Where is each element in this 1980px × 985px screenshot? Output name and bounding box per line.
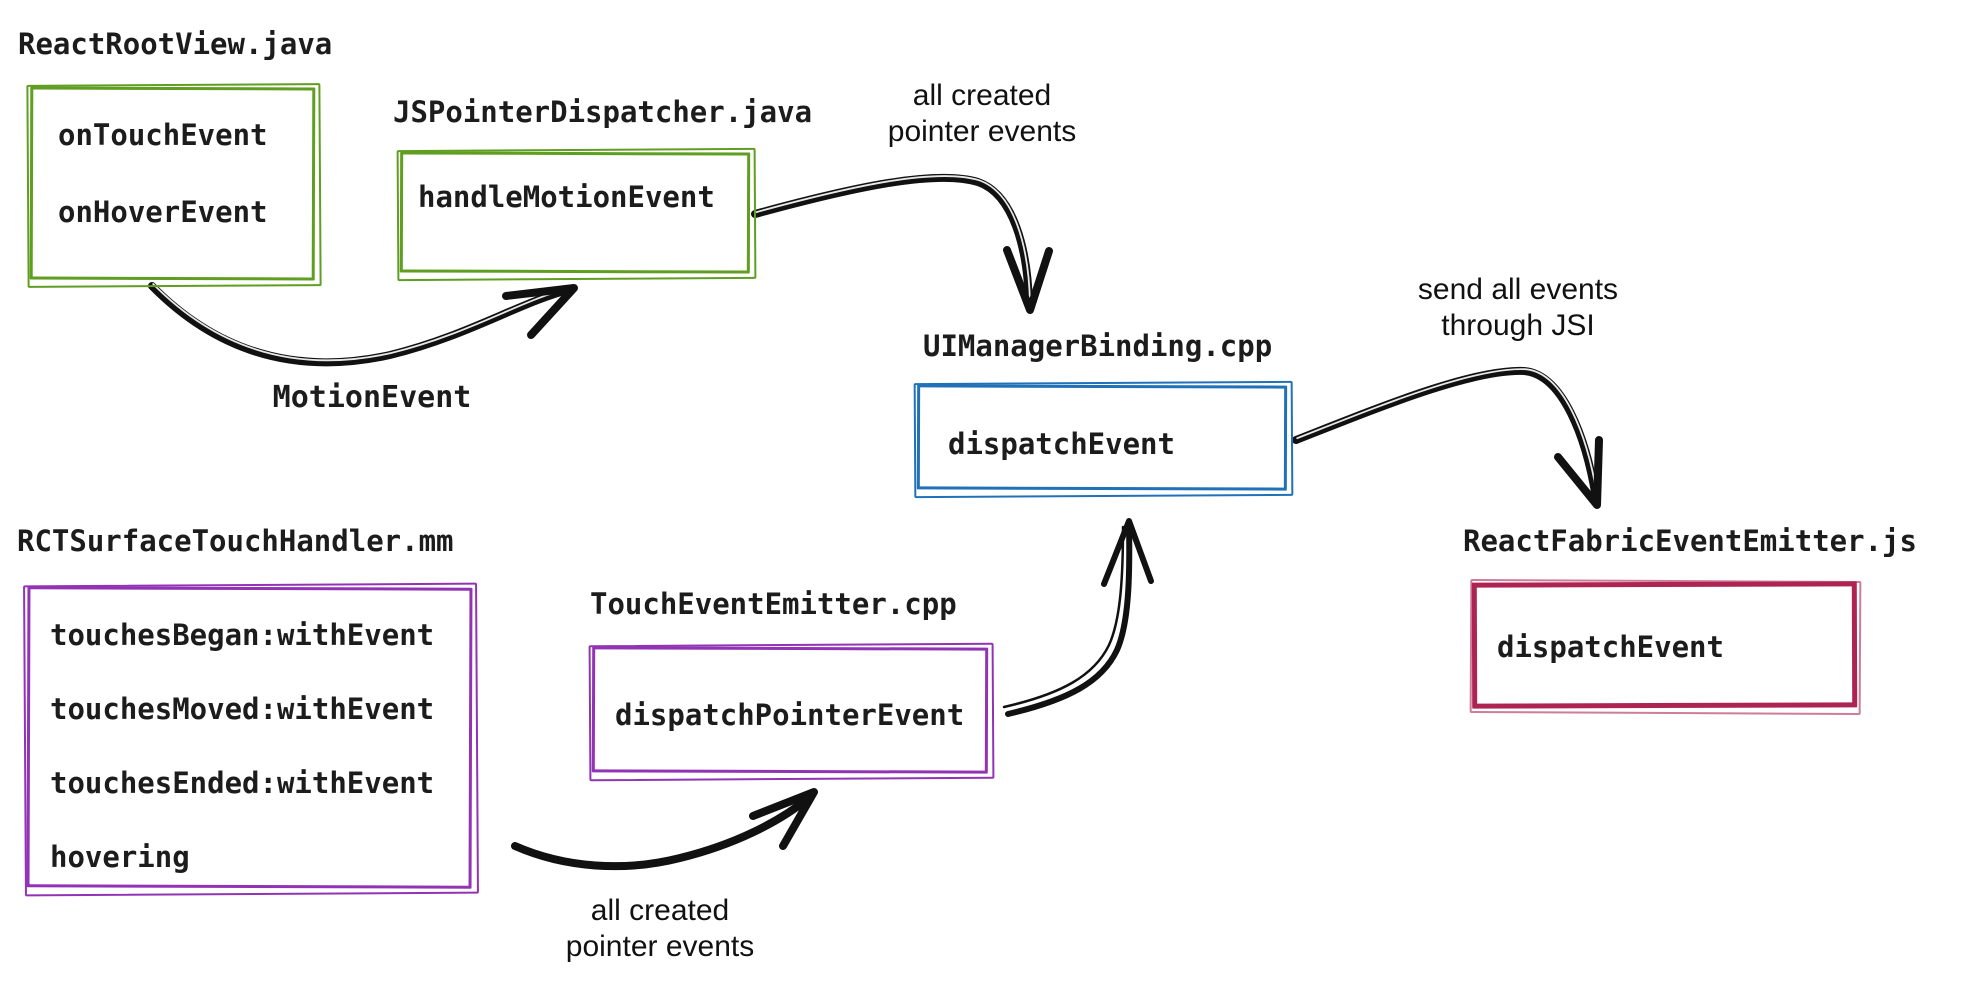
node-title-rct-surface-touch-handler: RCTSurfaceTouchHandler.mm xyxy=(17,524,454,558)
edge-label-created-pointer-events-top: all created pointer events xyxy=(888,78,1076,150)
edge-label-created-pointer-events-bottom: all created pointer events xyxy=(566,893,754,965)
node-box-ui-manager-binding: dispatchEvent xyxy=(913,380,1294,499)
node-box-rct-surface-touch-handler: touchesBegan:withEvent touchesMoved:with… xyxy=(23,582,479,897)
node-title-ui-manager-binding: UIManagerBinding.cpp xyxy=(923,329,1273,363)
method-touchesended: touchesEnded:withEvent xyxy=(50,766,435,800)
edge-label-send-through-jsi: send all events through JSI xyxy=(1418,272,1618,344)
edge-label-line: all created xyxy=(912,79,1052,112)
method-dispatchpointerevent: dispatchPointerEvent xyxy=(615,698,965,732)
method-touchesbegan: touchesBegan:withEvent xyxy=(50,618,435,652)
method-touchesmoved: touchesMoved:withEvent xyxy=(50,692,435,726)
edge-label-motion-event: MotionEvent xyxy=(272,380,472,415)
method-hovering: hovering xyxy=(50,840,190,874)
node-box-js-pointer-dispatcher: handleMotionEvent xyxy=(396,147,757,282)
node-title-js-pointer-dispatcher: JSPointerDispatcher.java xyxy=(393,95,813,129)
method-onhoverevent: onHoverEvent xyxy=(58,195,268,229)
method-dispatchevent-js: dispatchEvent xyxy=(1497,630,1724,664)
node-title-react-root-view: ReactRootView.java xyxy=(18,27,333,61)
method-dispatchevent-cpp: dispatchEvent xyxy=(948,427,1175,461)
edge-label-line: through JSI xyxy=(1441,309,1595,342)
edge-label-line: pointer events xyxy=(565,930,755,963)
node-title-react-fabric-event-emitter: ReactFabricEventEmitter.js xyxy=(1463,524,1917,558)
edge-label-line: all created xyxy=(590,894,730,927)
node-box-react-root-view: onTouchEvent onHoverEvent xyxy=(26,83,322,288)
node-box-react-fabric-event-emitter: dispatchEvent xyxy=(1469,578,1862,716)
node-box-touch-event-emitter: dispatchPointerEvent xyxy=(588,642,995,782)
node-title-touch-event-emitter: TouchEventEmitter.cpp xyxy=(590,587,957,621)
method-handlemotionevent: handleMotionEvent xyxy=(418,180,715,214)
method-ontouchevent: onTouchEvent xyxy=(58,118,268,152)
edge-label-line: send all events xyxy=(1417,273,1619,306)
edge-label-line: pointer events xyxy=(887,115,1077,148)
